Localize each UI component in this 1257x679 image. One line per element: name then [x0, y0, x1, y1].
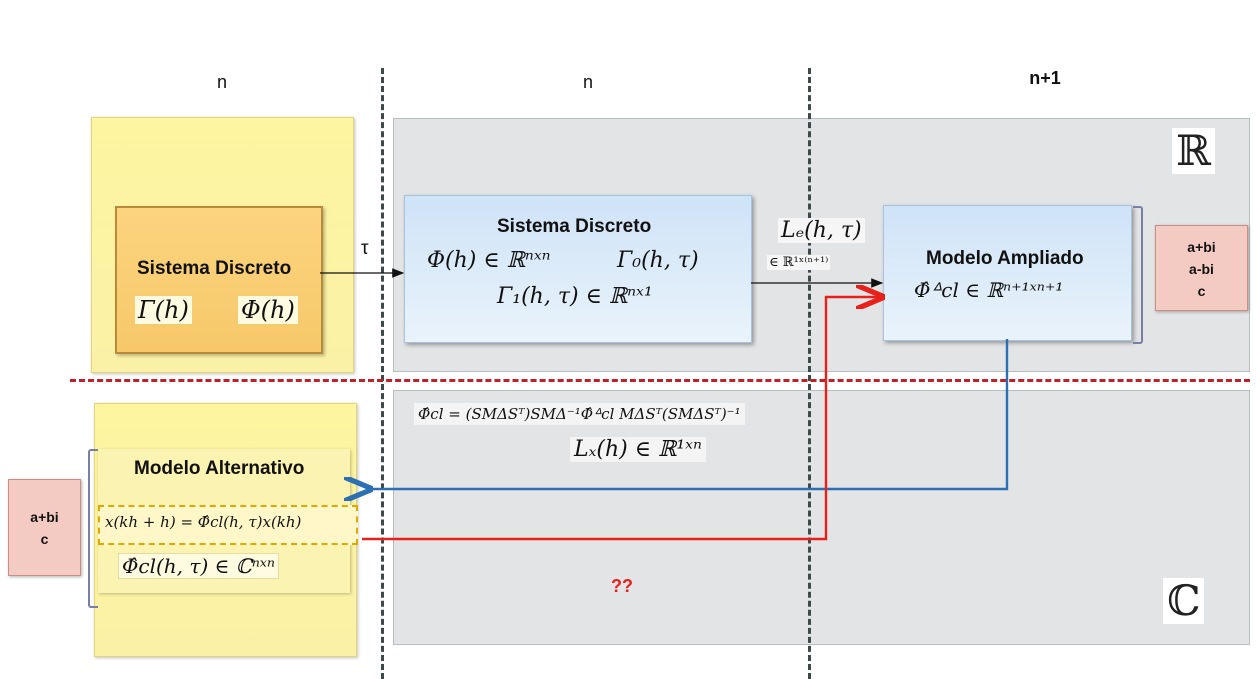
question-marks: ?? — [611, 576, 633, 596]
modelo-ampliado-title: Modelo Ampliado — [926, 248, 1084, 269]
red-return-arrow — [362, 297, 880, 541]
complex-domain-panel — [393, 390, 1250, 645]
phi-label: Φ(h) — [238, 296, 298, 324]
alternative-dimension: Φ̂cl(h, τ) ∈ ℂⁿˣⁿ — [118, 553, 280, 579]
alternative-equation-box — [98, 505, 358, 545]
eigen-left-2: c — [40, 531, 49, 547]
eigen-right-2: a-bi — [1189, 261, 1214, 277]
column-header-middle: n — [582, 72, 593, 92]
eigenvalues-right: a+bi a-bi c — [1155, 225, 1248, 311]
alternative-equation: x(kh + h) = Φ̂cl(h, τ)x(kh) — [105, 513, 302, 531]
sistema-discreto-title-right: Sistema Discreto — [497, 216, 652, 237]
phi-dimension: Φ(h) ∈ ℝⁿˣⁿ — [427, 248, 551, 273]
column-header-left: n — [216, 72, 227, 92]
lx-label: Lₓ(h) ∈ ℝ¹ˣⁿ — [570, 437, 706, 462]
blue-feedback-arrow — [368, 339, 1009, 489]
complex-set-symbol: ℂ — [1163, 578, 1205, 624]
vertical-divider-right — [808, 68, 811, 679]
left-bracket — [88, 449, 98, 608]
transform-formula: Φ̂cl = (SMΔSᵀ)SMΔ⁻¹Φ̂ᐞcl MΔSᵀ(SMΔSᵀ)⁻¹ — [414, 403, 745, 425]
right-bracket — [1133, 206, 1143, 344]
real-set-symbol: ℝ — [1172, 128, 1215, 174]
le-dimension: ∈ ℝ¹ˣ⁽ⁿ⁺¹⁾ — [767, 255, 831, 270]
le-label: Lₑ(h, τ) — [778, 218, 865, 243]
gamma-label: Γ(h) — [135, 296, 192, 324]
sistema-discreto-box-right: Sistema Discreto Φ(h) ∈ ℝⁿˣⁿ Γ₀(h, τ) Γ₁… — [404, 195, 752, 343]
eigen-left-1: a+bi — [30, 509, 59, 525]
sistema-discreto-title-left: Sistema Discreto — [137, 258, 292, 279]
eigenvalues-left: a+bi c — [8, 479, 81, 576]
column-header-right: n+1 — [1029, 68, 1061, 88]
sistema-discreto-box-left: Sistema Discreto Γ(h) Φ(h) — [115, 206, 323, 354]
eigen-right-1: a+bi — [1187, 239, 1216, 255]
eigen-right-3: c — [1197, 283, 1206, 299]
vertical-divider-left — [381, 68, 384, 679]
tau-label: τ — [361, 238, 369, 259]
gamma0-label: Γ₀(h, τ) — [617, 248, 699, 273]
modelo-alternativo-title: Modelo Alternativo — [134, 458, 305, 479]
horizontal-divider — [70, 379, 1250, 382]
gamma1-dimension: Γ₁(h, τ) ∈ ℝⁿˣ¹ — [497, 284, 653, 309]
modelo-ampliado-formula: Φ̂ᐞcl ∈ ℝⁿ⁺¹ˣⁿ⁺¹ — [914, 278, 1064, 302]
